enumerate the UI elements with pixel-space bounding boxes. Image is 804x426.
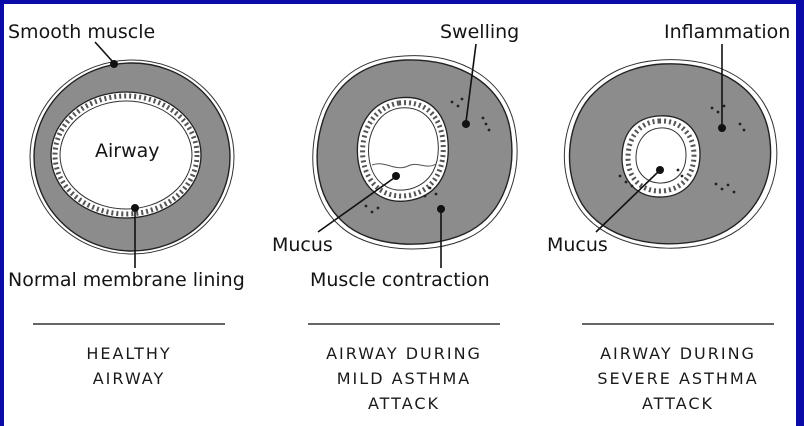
label-normal-membrane-lining: Normal membrane lining [8,269,245,291]
label-mucus-severe: Mucus [547,234,608,256]
label-swelling: Swelling [440,21,519,43]
caption-mild-line3: ATTACK [368,394,440,413]
label-airway: Airway [95,140,160,162]
label-mucus-mild: Mucus [272,234,333,256]
caption-mild-line1: AIRWAY DURING [326,344,482,363]
pointer-dot-smooth-muscle [110,60,118,68]
caption-mild-line2: MILD ASTHMA [337,369,472,388]
pointer-dot-inflammation [718,124,726,132]
mild-asthma-figure: Swelling Mucus Muscle contraction AIRWAY… [272,21,519,413]
pointer-dot-muscle-contraction [437,205,445,213]
caption-healthy-line2: AIRWAY [93,369,166,388]
caption-severe-line2: SEVERE ASTHMA [597,369,758,388]
pointer-dot-mucus-mild [392,172,400,180]
leader-smooth-muscle [95,42,113,62]
label-smooth-muscle: Smooth muscle [8,21,155,43]
pointer-dot-mucus-severe [656,166,664,174]
label-muscle-contraction: Muscle contraction [310,269,490,291]
caption-severe-line1: AIRWAY DURING [600,344,756,363]
severe-asthma-figure: Inflammation Mucus AIRWAY DURING SEVERE … [547,21,790,413]
mild-airway-lumen [369,108,439,190]
caption-severe-line3: ATTACK [642,394,714,413]
label-inflammation: Inflammation [664,21,790,43]
pointer-dot-swelling [462,120,470,128]
caption-healthy-line1: HEALTHY [86,344,171,363]
healthy-airway-figure: Airway Smooth muscle Normal membrane lin… [8,21,245,388]
severe-airway-lumen [636,128,686,183]
pointer-dot-membrane-lining [131,204,139,212]
